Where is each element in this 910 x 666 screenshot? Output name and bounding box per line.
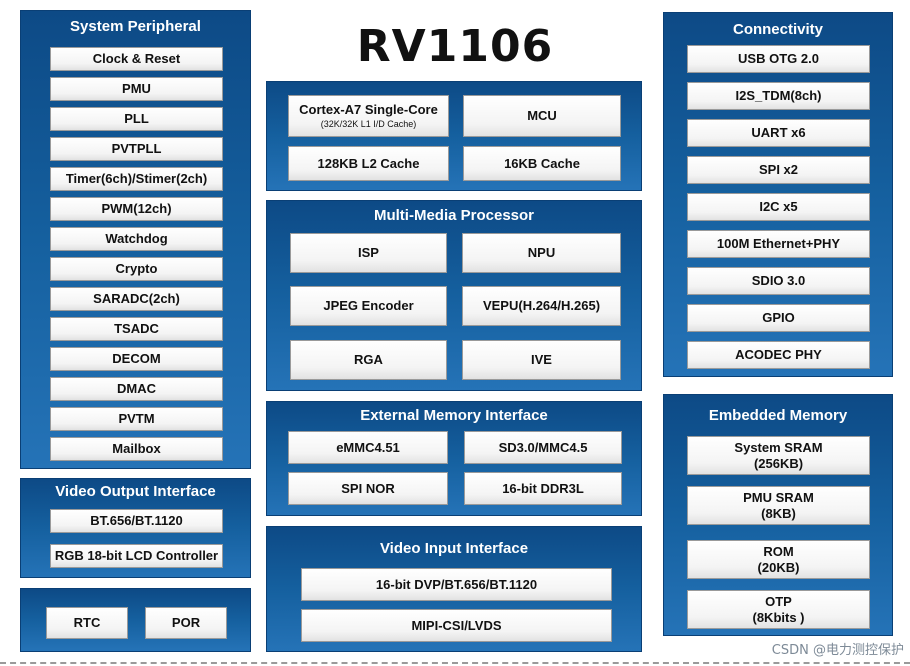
connectivity-title: Connectivity (732, 21, 823, 38)
spi-nor-box: SPI NOR (288, 472, 448, 505)
conn-item-sdio: SDIO 3.0 (687, 267, 870, 295)
emem-rom: ROM (20KB) (687, 540, 870, 579)
emem-otp: OTP (8Kbits ) (687, 590, 870, 629)
emem-pmu-sram: PMU SRAM (8KB) (687, 486, 870, 525)
sp-item-decom: DECOM (50, 347, 223, 371)
sp-item-clock-reset: Clock & Reset (50, 47, 223, 71)
video-output-panel: Video Output Interface BT.656/BT.1120 RG… (20, 478, 251, 578)
sp-item-pwm: PWM(12ch) (50, 197, 223, 221)
ext-memory-panel: External Memory Interface eMMC4.51 SD3.0… (266, 401, 642, 516)
video-input-title: Video Input Interface (379, 540, 529, 557)
conn-item-acodec: ACODEC PHY (687, 341, 870, 369)
sd-mmc-box: SD3.0/MMC4.5 (464, 431, 622, 464)
multimedia-title: Multi-Media Processor (373, 207, 535, 224)
emem-system-sram: System SRAM (256KB) (687, 436, 870, 475)
l2-cache-box: 128KB L2 Cache (288, 146, 449, 181)
embedded-memory-title: Embedded Memory (708, 407, 848, 424)
jpeg-encoder-box: JPEG Encoder (290, 286, 447, 326)
npu-box: NPU (462, 233, 621, 273)
sp-item-pvtm: PVTM (50, 407, 223, 431)
cortex-a7-label: Cortex-A7 Single-Core (299, 102, 438, 117)
page-border-line (0, 662, 910, 664)
emem-system-sram-name: System SRAM (734, 439, 823, 455)
sp-item-pll: PLL (50, 107, 223, 131)
sp-item-pvtpll: PVTPLL (50, 137, 223, 161)
conn-item-i2c: I2C x5 (687, 193, 870, 221)
sp-item-saradc: SARADC(2ch) (50, 287, 223, 311)
multimedia-panel: Multi-Media Processor ISP NPU JPEG Encod… (266, 200, 642, 391)
emmc-box: eMMC4.51 (288, 431, 448, 464)
video-output-title: Video Output Interface (55, 483, 216, 500)
sp-item-dmac: DMAC (50, 377, 223, 401)
ddr3l-box: 16-bit DDR3L (464, 472, 622, 505)
sp-item-pmu: PMU (50, 77, 223, 101)
rga-box: RGA (290, 340, 447, 380)
embedded-memory-panel: Embedded Memory System SRAM (256KB) PMU … (663, 394, 893, 636)
cortex-a7-cache-label: (32K/32K L1 I/D Cache) (320, 119, 417, 129)
emem-otp-size: (8Kbits ) (752, 609, 805, 625)
mipi-csi-box: MIPI-CSI/LVDS (301, 609, 612, 642)
system-peripheral-title: System Peripheral (70, 18, 201, 35)
sp-item-mailbox: Mailbox (50, 437, 223, 461)
video-input-panel: Video Input Interface 16-bit DVP/BT.656/… (266, 526, 642, 652)
emem-rom-name: ROM (763, 543, 794, 559)
16kb-cache-box: 16KB Cache (463, 146, 621, 181)
emem-system-sram-size: (256KB) (753, 455, 804, 471)
ext-memory-title: External Memory Interface (360, 407, 548, 424)
isp-box: ISP (290, 233, 447, 273)
vepu-box: VEPU(H.264/H.265) (462, 286, 621, 326)
por-box: POR (145, 607, 227, 639)
conn-item-uart: UART x6 (687, 119, 870, 147)
system-peripheral-panel: System Peripheral Clock & Reset PMU PLL … (20, 10, 251, 469)
vo-item-bt656: BT.656/BT.1120 (50, 509, 223, 533)
dvp-box: 16-bit DVP/BT.656/BT.1120 (301, 568, 612, 601)
conn-item-i2s: I2S_TDM(8ch) (687, 82, 870, 110)
conn-item-ethernet: 100M Ethernet+PHY (687, 230, 870, 258)
conn-item-spi: SPI x2 (687, 156, 870, 184)
sp-item-watchdog: Watchdog (50, 227, 223, 251)
mcu-box: MCU (463, 95, 621, 137)
watermark: CSDN @电力测控保护 (771, 643, 904, 658)
rtc-por-panel: RTC POR (20, 588, 251, 652)
sp-item-timer: Timer(6ch)/Stimer(2ch) (50, 167, 223, 191)
cortex-a7-box: Cortex-A7 Single-Core (32K/32K L1 I/D Ca… (288, 95, 449, 137)
chip-title: RV1106 (356, 21, 554, 72)
conn-item-usb: USB OTG 2.0 (687, 45, 870, 73)
emem-rom-size: (20KB) (757, 559, 800, 575)
emem-otp-name: OTP (765, 593, 792, 609)
sp-item-crypto: Crypto (50, 257, 223, 281)
cpu-panel: Cortex-A7 Single-Core (32K/32K L1 I/D Ca… (266, 81, 642, 191)
sp-item-tsadc: TSADC (50, 317, 223, 341)
vo-item-rgb-lcd: RGB 18-bit LCD Controller (50, 544, 223, 568)
ive-box: IVE (462, 340, 621, 380)
emem-pmu-sram-name: PMU SRAM (743, 489, 814, 505)
conn-item-gpio: GPIO (687, 304, 870, 332)
emem-pmu-sram-size: (8KB) (761, 505, 796, 521)
rtc-box: RTC (46, 607, 128, 639)
connectivity-panel: Connectivity USB OTG 2.0 I2S_TDM(8ch) UA… (663, 12, 893, 377)
